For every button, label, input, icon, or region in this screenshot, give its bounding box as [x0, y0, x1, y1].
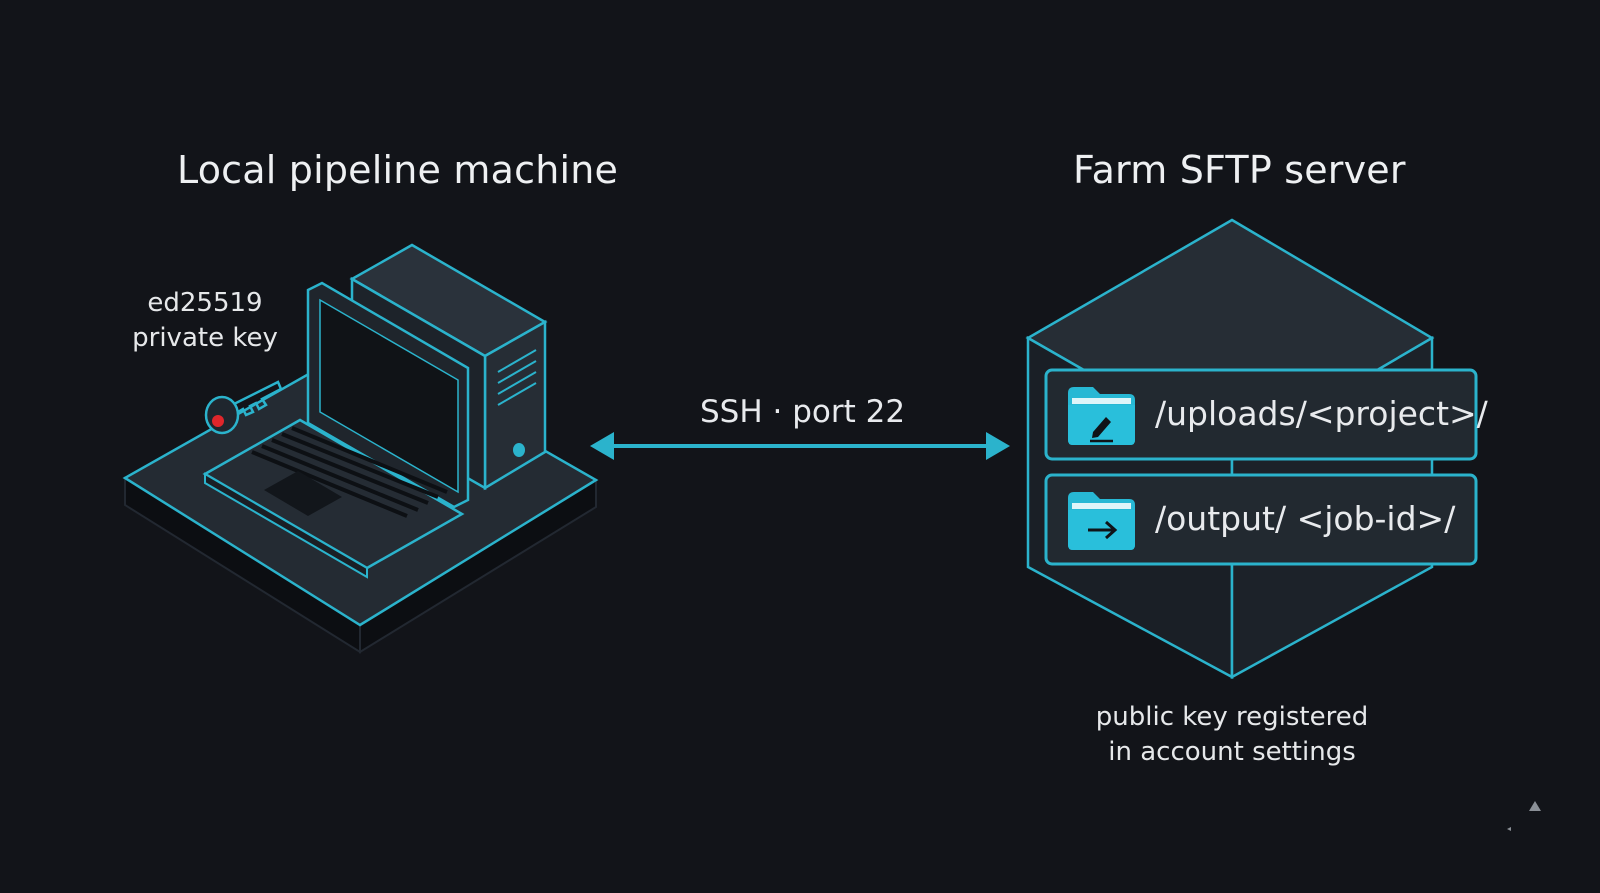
sftp-server-title: Farm SFTP server [1073, 148, 1406, 192]
local-machine-illustration [122, 243, 599, 654]
uploads-folder-path: /uploads/<project>/ [1155, 394, 1488, 433]
trackpad [264, 471, 342, 516]
power-led [513, 443, 525, 457]
private-key-label-line2: private key [132, 323, 278, 353]
folder-edit-icon [1068, 387, 1135, 445]
local-machine-title: Local pipeline machine [177, 148, 619, 192]
sftp-server-illustration [1025, 218, 1478, 680]
keyboard [251, 426, 448, 518]
private-key-label: ed25519 private key [130, 286, 280, 356]
public-key-note-line1: public key registered [1095, 702, 1369, 732]
public-key-note-line2: in account settings [1108, 737, 1356, 767]
corner-mark [1507, 801, 1541, 831]
private-key-icon [204, 380, 283, 435]
folder-arrow-icon [1068, 492, 1135, 550]
output-folder-path: /output/ <job-id>/ [1155, 499, 1456, 538]
uploads-folder-panel [1044, 368, 1478, 461]
output-folder-panel [1044, 473, 1478, 566]
public-key-note: public key registered in account setting… [1082, 700, 1382, 770]
laptop [202, 281, 470, 579]
ssh-port-label: SSH · port 22 [700, 394, 906, 430]
private-key-label-line1: ed25519 [147, 288, 263, 318]
ssh-connection-arrow [590, 432, 1010, 460]
tower-vents [497, 349, 537, 406]
